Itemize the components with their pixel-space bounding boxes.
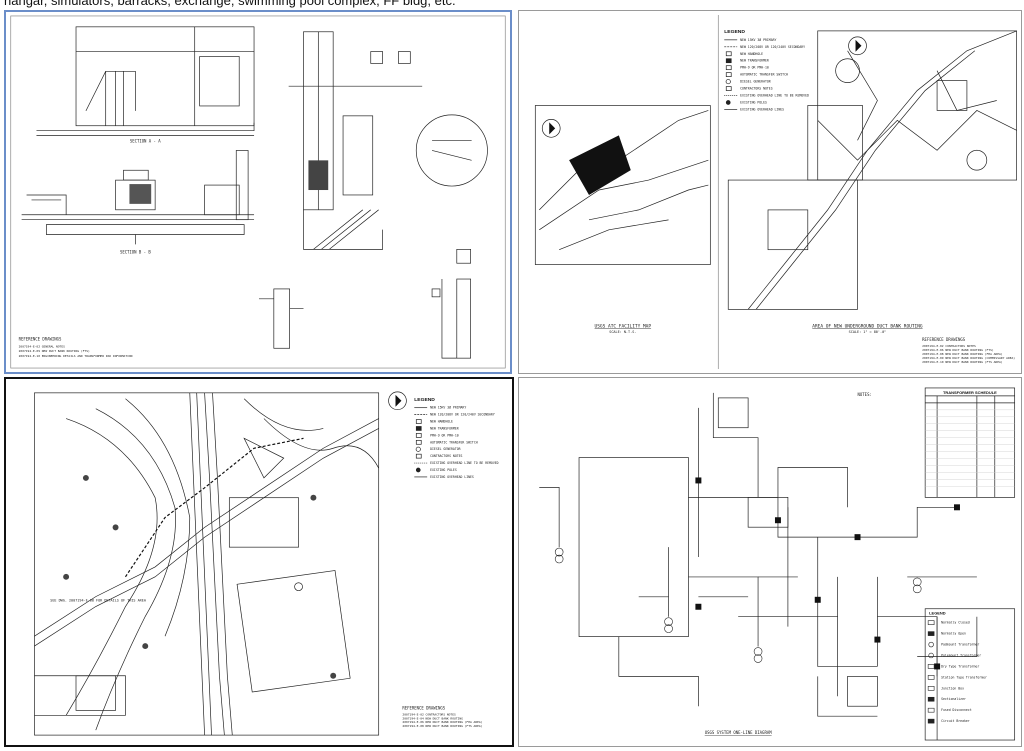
s4-legend-5: Station Type Transformer — [941, 675, 987, 679]
s3-legend-9: EXISTING POLES — [430, 468, 457, 472]
s2-legend-2: NEW HANDHOLE — [740, 52, 763, 56]
s2-legend-1: NEW 120/208V OR 120/240V SECONDARY — [740, 45, 805, 49]
s4-legend-1: Normally Open — [941, 632, 966, 636]
s4-legend-7: Sectionalizer — [941, 697, 966, 701]
s4-legend-title: LEGEND — [929, 611, 946, 616]
s3-legend-1: NEW 120/208V OR 120/240V SECONDARY — [430, 413, 495, 417]
s2-legend-10: EXISTING OVERHEAD LINES — [740, 107, 784, 111]
s3-ref-3: 2007194-E-08 NEW DUCT BANK ROUTING (FTS … — [402, 724, 482, 728]
s4-legend-9: Circuit Breaker — [941, 719, 970, 723]
s3-legend-4: PMH-9 OR PMH-10 — [430, 433, 459, 437]
area-note: SEE DWG. 2007194-E-08 FOR DETAILS OF THI… — [50, 599, 147, 603]
s2-legend-8: EXISTING OVERHEAD LINE TO BE REMOVED — [740, 94, 809, 98]
s3-legend-5: AUTOMATIC TRANSFER SWITCH — [430, 440, 478, 444]
s2-ref-4: 2007194-E-10 NEW DUCT BANK ROUTING (FTS … — [922, 360, 1003, 364]
s1-ref-title: REFERENCE DRAWINGS — [19, 336, 62, 341]
s3-legend-8: EXISTING OVERHEAD LINE TO BE REMOVED — [430, 461, 499, 465]
drawing-sheet-duct-routing[interactable]: SEE DWG. 2007194-E-08 FOR DETAILS OF THI… — [4, 377, 514, 747]
s1-ref-0: 2007194-E-02 GENERAL NOTES — [19, 344, 65, 348]
s4-legend-3: Polemount Transformer — [941, 653, 981, 657]
drawing-sheet-facility-map[interactable]: LEGEND NEW 15KV 3Ø PRIMARY NEW 120/208V … — [518, 10, 1022, 374]
schedule-title: TRANSFORMER SCHEDULE — [943, 390, 997, 395]
s3-legend-2: NEW HANDHOLE — [430, 420, 453, 424]
s2-ref-title: REFERENCE DRAWINGS — [922, 337, 966, 342]
s2-ref-2: 2007194-E-08 NEW DUCT BANK ROUTING (FHA … — [922, 352, 1003, 356]
s2-legend-0: NEW 15KV 3Ø PRIMARY — [740, 37, 776, 42]
area-map-title: AREA OF NEW UNDERGROUND DUCT BANK ROUTIN… — [812, 323, 923, 329]
area-map-scale: SCALE: 1" = 80'-0" — [849, 330, 887, 334]
notes-title: NOTES: — [858, 392, 872, 397]
duct-routing-drawing: SEE DWG. 2007194-E-08 FOR DETAILS OF THI… — [34, 391, 499, 736]
s3-legend-3: NEW TRANSFORMER — [430, 426, 459, 430]
page-caption: hangar, simulators, barracks, exchange, … — [4, 0, 456, 8]
s1-ref-1: 2007194-E-09 NEW DUCT BANK ROUTING (FTS) — [19, 349, 90, 353]
facility-block — [569, 135, 631, 195]
s2-legend-title: LEGEND — [724, 29, 745, 35]
s3-ref-0: 2007194-E-02 CONTRACTORS NOTES — [402, 712, 456, 716]
s1-ref-2: 2007194-E-10 ENGINEERING DETAILS AND TRA… — [19, 354, 133, 358]
s3-legend-7: CONTRACTORS NOTES — [430, 454, 462, 458]
facility-map-title: USGS ATC FACILITY MAP — [595, 323, 652, 329]
s4-legend-6: Junction Box — [941, 686, 964, 690]
s4-legend-8: Fused Disconnect — [941, 708, 972, 712]
s2-legend-7: CONTRACTORS NOTES — [740, 87, 773, 91]
s3-legend-6: DIESEL GENERATOR — [430, 447, 461, 451]
s2-legend-3: NEW TRANSFORMER — [740, 59, 769, 63]
s2-legend-6: DIESEL GENERATOR — [740, 80, 771, 84]
section-b-label: SECTION B - B — [120, 249, 151, 254]
s2-legend-5: AUTOMATIC TRANSFER SWITCH — [740, 73, 788, 77]
s4-legend-4: Dry Type Transformer — [941, 664, 979, 668]
facility-map-drawing: LEGEND NEW 15KV 3Ø PRIMARY NEW 120/208V … — [534, 14, 1017, 370]
drawing-sheet-sections[interactable]: SECTION A - A SECTION B - B REFERENCE DR… — [4, 10, 512, 374]
s3-ref-1: 2007194-E-04 NEW DUCT BANK ROUTING — [402, 716, 463, 720]
s4-legend-2: Padmount Transformer — [941, 643, 979, 647]
s3-ref-title: REFERENCE DRAWINGS — [402, 705, 445, 710]
s2-legend-4: PMH-9 OR PMH-10 — [740, 66, 769, 70]
s4-legend-0: Normally Closed — [941, 621, 970, 625]
s3-legend-title: LEGEND — [414, 397, 435, 403]
s2-ref-3: 2007194-E-09 NEW DUCT BANK ROUTING (COMM… — [922, 356, 1015, 360]
facility-map-scale: SCALE: N.T.S. — [609, 330, 636, 334]
section-a-label: SECTION A - A — [130, 139, 161, 144]
s3-ref-2: 2007194-E-06 NEW DUCT BANK ROUTING (FHA … — [402, 720, 482, 724]
drawing-sheet-one-line[interactable]: NOTES: TRANSFORMER SCHEDULE USGS SYSTEM … — [518, 377, 1022, 747]
s3-legend-10: EXISTING OVERHEAD LINES — [430, 475, 474, 479]
s2-legend-9: EXISTING POLES — [740, 100, 767, 104]
s2-ref-1: 2007194-E-06 NEW DUCT BANK ROUTING (FTS) — [922, 348, 994, 352]
one-line-drawing: NOTES: TRANSFORMER SCHEDULE USGS SYSTEM … — [539, 387, 1016, 741]
one-line-title: USGS SYSTEM ONE-LINE DIAGRAM — [705, 730, 773, 735]
sections-drawing: SECTION A - A SECTION B - B REFERENCE DR… — [10, 15, 506, 369]
s3-legend-0: NEW 15KV 3Ø PRIMARY — [430, 405, 466, 410]
s2-ref-0: 2007194-E-02 CONTRACTORS NOTES — [922, 344, 976, 348]
